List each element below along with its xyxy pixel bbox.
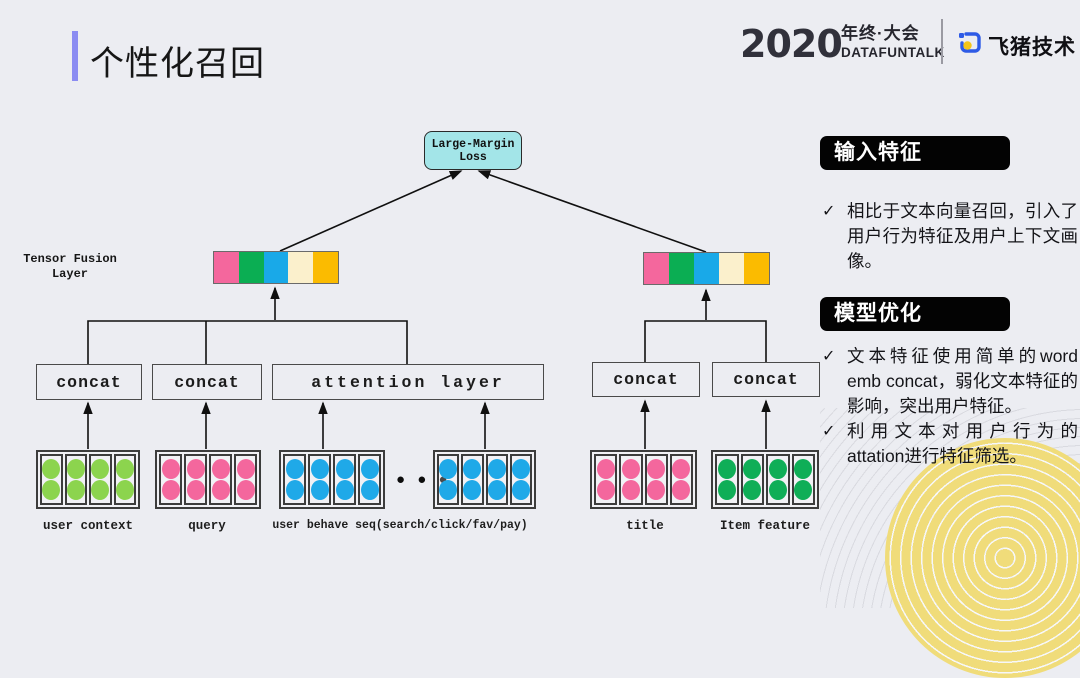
event-subtitle: DATAFUNTALK [841, 45, 945, 60]
bar-segment [744, 253, 769, 284]
page-title: 个性化召回 [90, 45, 265, 83]
embedding-group-query [155, 450, 261, 509]
embedding-group-behave-2 [433, 450, 536, 509]
bar-segment [644, 253, 669, 284]
bullet-item: ✓ 文本特征使用简单的word emb concat，弱化文本特征的影响，突出用… [822, 346, 1078, 416]
attention-layer-box: attention layer [272, 364, 544, 400]
concat-box-query: concat [152, 364, 262, 400]
bar-segment [288, 252, 314, 283]
embedding-group-user-context [36, 450, 140, 509]
input-label-query: query [188, 519, 226, 533]
check-icon: ✓ [822, 348, 836, 365]
bar-segment [719, 253, 744, 284]
brand-name: 飞猪技术 [988, 35, 1076, 59]
embedding-group-title [590, 450, 697, 509]
fusion-embedding-bar-left [213, 251, 339, 284]
event-title: 年终·大会 [841, 24, 920, 43]
concat-box-title: concat [592, 362, 700, 397]
bar-segment [263, 252, 289, 283]
section-heading-input-features: 输入特征 [820, 136, 1010, 170]
embedding-group-behave-1 [279, 450, 385, 509]
brand-logo: 飞猪技术 [957, 30, 1076, 61]
fliggy-icon [957, 30, 983, 61]
bar-segment [694, 253, 719, 284]
bar-segment [214, 252, 239, 283]
loss-label-line1: Large-Margin [431, 137, 515, 151]
loss-label-line2: Loss [459, 150, 487, 164]
bar-segment [313, 252, 338, 283]
bullet-item: ✓ 利用文本对用户行为的attation进行特征筛选。 [822, 421, 1078, 466]
section-heading-model-optimization: 模型优化 [820, 297, 1010, 331]
embedding-group-item-feature [711, 450, 819, 509]
input-label-user-context: user context [42, 519, 133, 533]
datafuntalk-year-logo: 2020 [740, 22, 843, 66]
check-icon: ✓ [822, 423, 836, 440]
tensor-fusion-layer-label: Tensor Fusion Layer [23, 252, 117, 281]
event-name-block: 年终·大会 DATAFUNTALK [841, 25, 945, 60]
input-label-item-feature: Item feature [719, 519, 810, 533]
bullet-item: ✓ 相比于文本向量召回，引入了用户行为特征及用户上下文画像。 [822, 201, 1078, 271]
input-label-behave-seq: user behave seq(search/click/fav/pay) [272, 519, 528, 532]
input-label-title: title [626, 519, 664, 533]
check-icon: ✓ [822, 203, 836, 220]
fusion-embedding-bar-right [643, 252, 770, 285]
bullet-list-input-features: ✓ 相比于文本向量召回，引入了用户行为特征及用户上下文画像。 [820, 199, 1078, 274]
bar-segment [669, 253, 694, 284]
concat-box-user-context: concat [36, 364, 142, 400]
title-accent-bar [72, 31, 78, 81]
concat-box-item-feature: concat [712, 362, 820, 397]
header-divider [941, 19, 943, 64]
bullet-list-model-optimization: ✓ 文本特征使用简单的word emb concat，弱化文本特征的影响，突出用… [820, 344, 1078, 469]
loss-node: Large-Margin Loss [424, 131, 522, 170]
bar-segment [238, 252, 264, 283]
